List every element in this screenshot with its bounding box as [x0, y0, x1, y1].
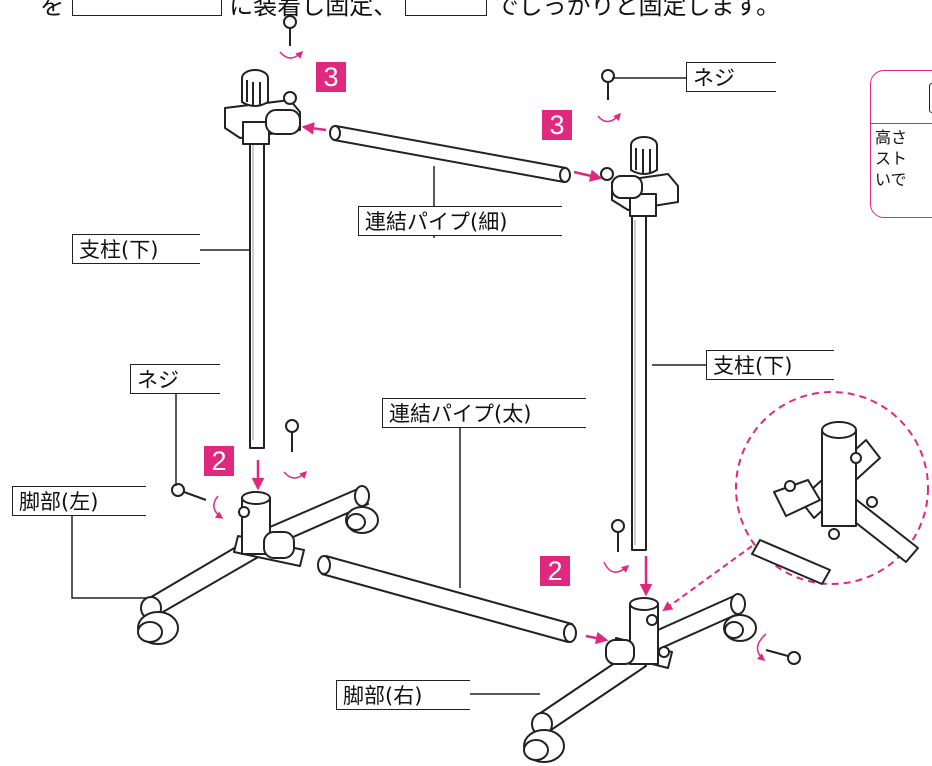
label-post-lower-right: 支柱(下)	[706, 350, 834, 380]
step-number-3-left: 3	[316, 62, 346, 92]
step-number-3-right: 3	[542, 110, 572, 140]
left-post-lower	[249, 131, 265, 449]
left-caster-front	[137, 611, 179, 645]
label-pipe-thick: 連結パイプ(太)	[382, 398, 586, 428]
step-number-2-left: 2	[204, 446, 234, 476]
right-top-clamp	[600, 136, 679, 217]
note-box: 高さ スト いで	[870, 70, 932, 218]
connecting-pipe-thin	[329, 125, 571, 183]
right-post-lower	[631, 211, 647, 551]
right-caster-back	[723, 614, 757, 642]
left-base	[137, 485, 379, 645]
right-caster-front	[523, 729, 565, 763]
note-icon	[929, 83, 932, 113]
detail-zoom	[735, 391, 929, 585]
note-text: 高さ スト いで	[875, 128, 908, 189]
instruction-caption: を に装着し固定、 でしっかりと固定します。	[40, 0, 780, 21]
label-base-left: 脚部(左)	[12, 486, 146, 516]
label-pipe-thin: 連結パイプ(細)	[358, 206, 562, 236]
label-screw-left: ネジ	[130, 364, 220, 394]
label-post-lower-left: 支柱(下)	[72, 234, 200, 264]
screw-icon	[171, 15, 801, 665]
left-top-clamp	[224, 69, 301, 145]
left-caster-back	[345, 506, 379, 534]
label-screw-right: ネジ	[686, 62, 776, 92]
step-number-2-right: 2	[540, 556, 570, 586]
note-header	[871, 71, 932, 124]
right-base	[523, 593, 757, 763]
label-base-right: 脚部(右)	[336, 680, 470, 710]
connecting-pipe-thick	[317, 555, 577, 643]
